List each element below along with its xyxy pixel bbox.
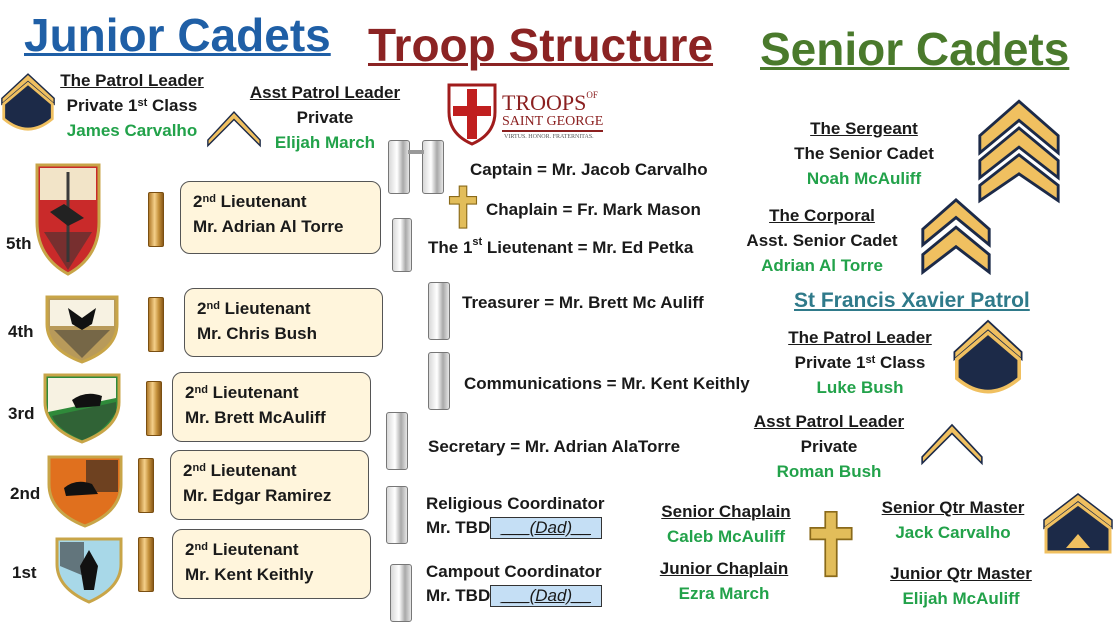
religious-coordinator-title: Religious Coordinator	[426, 494, 605, 513]
patrol-shield-icon	[55, 537, 123, 604]
junior-qm-name: Elijah McAuliff	[902, 589, 1020, 608]
senior-corporal: The Corporal Asst. Senior Cadet Adrian A…	[734, 203, 910, 278]
silver-bar-icon	[428, 282, 450, 340]
lieutenant-name-5th: Mr. Adrian Al Torre	[193, 217, 344, 236]
silver-bar-icon	[390, 564, 412, 622]
junior-chaplain-role: Junior Chaplain	[659, 559, 789, 578]
patrol-shield-icon	[35, 163, 101, 276]
campout-coordinator-title: Campout Coordinator	[426, 562, 602, 581]
junior-qm-role: Junior Qtr Master	[890, 564, 1032, 583]
treasurer-label: Treasurer = Mr. Brett Mc Auliff	[462, 293, 704, 312]
gold-bar-icon	[146, 381, 162, 436]
captain-label: Captain = Mr. Jacob Carvalho	[470, 160, 708, 179]
junior-patrol-leader-name: James Carvalho	[66, 121, 198, 140]
grade-label-4th: 4th	[8, 322, 34, 341]
junior-patrol-leader: The Patrol Leader Private 1st Class Jame…	[52, 68, 212, 143]
gold-cross-icon	[808, 508, 854, 580]
double-silver-bar-icon	[388, 140, 446, 194]
gold-bar-icon	[148, 297, 164, 352]
senior-chaplain: Senior Chaplain Caleb McAuliff	[654, 499, 798, 549]
patrol-shield-icon	[45, 295, 119, 364]
private-chevron-icon	[920, 414, 984, 470]
junior-asst-patrol-leader-role: Asst Patrol Leader	[249, 83, 401, 102]
senior-cadets-title: Senior Cadets	[760, 23, 1070, 75]
senior-asst-patrol-leader-name: Roman Bush	[776, 462, 882, 481]
lieutenant-box-4th: 2nd Lieutenant Mr. Chris Bush	[184, 288, 383, 357]
lieutenant-box-3rd: 2nd Lieutenant Mr. Brett McAuliff	[172, 372, 371, 442]
senior-quartermaster: Senior Qtr Master Jack Carvalho	[872, 495, 1034, 545]
sergeant-name: Noah McAuliff	[806, 169, 922, 188]
silver-bar-icon	[386, 486, 408, 544]
senior-asst-patrol-leader-role: Asst Patrol Leader	[753, 412, 905, 431]
junior-asst-patrol-leader: Asst Patrol Leader Private Elijah March	[244, 80, 406, 155]
religious-coordinator-name: Mr. TBD	[426, 518, 491, 537]
campout-coordinator-dad-field: ___(Dad)__	[490, 585, 603, 607]
quartermaster-chevron-icon	[1043, 493, 1113, 554]
junior-asst-patrol-leader-rank: Private	[296, 108, 354, 127]
junior-chaplain: Junior Chaplain Ezra March	[654, 556, 794, 606]
gold-bar-icon	[138, 537, 154, 592]
grade-label-5th: 5th	[6, 234, 32, 253]
corporal-chevron-icon	[918, 196, 994, 278]
private-first-class-chevron-icon	[952, 318, 1024, 398]
silver-bar-icon	[386, 412, 408, 470]
senior-asst-patrol-leader-rank: Private	[800, 437, 858, 456]
gold-bar-icon	[148, 192, 164, 247]
patrol-name: St Francis Xavier Patrol	[794, 289, 1030, 312]
junior-quartermaster: Junior Qtr Master Elijah McAuliff	[880, 561, 1042, 611]
senior-chaplain-role: Senior Chaplain	[661, 502, 791, 521]
senior-qm-name: Jack Carvalho	[895, 523, 1011, 542]
senior-patrol-leader-rank: Private 1st Class	[794, 353, 926, 372]
senior-asst-patrol-leader: Asst Patrol Leader Private Roman Bush	[746, 409, 912, 484]
campout-coordinator-block: Campout Coordinator Mr. TBD___(Dad)__	[426, 562, 603, 607]
grade-label-3rd: 3rd	[8, 404, 35, 423]
corporal-name: Adrian Al Torre	[761, 256, 883, 275]
saint-george-shield-icon	[447, 83, 497, 146]
senior-sergeant: The Sergeant The Senior Cadet Noah McAul…	[776, 116, 952, 191]
lieutenant-name-2nd: Mr. Edgar Ramirez	[183, 486, 332, 505]
corporal-role: The Corporal	[769, 206, 875, 225]
patrol-shield-icon	[43, 373, 121, 444]
secretary-label: Secretary = Mr. Adrian AlaTorre	[428, 437, 681, 456]
junior-asst-patrol-leader-name: Elijah March	[274, 133, 376, 152]
lieutenant-name-1st: Mr. Kent Keithly	[185, 565, 314, 584]
sergeant-chevron-icon	[976, 96, 1062, 204]
campout-coordinator-name: Mr. TBD	[426, 586, 491, 605]
patrol-shield-icon	[47, 455, 123, 528]
silver-bar-icon	[392, 218, 412, 272]
troops-of-saint-george-logo: TROOPSOF SAINT GEORGE VIRTUS. HONOR. FRA…	[446, 82, 628, 148]
junior-cadets-title: Junior Cadets	[24, 9, 331, 61]
silver-bar-icon	[428, 352, 450, 410]
junior-chaplain-name: Ezra March	[678, 584, 770, 603]
grade-label-2nd: 2nd	[10, 484, 41, 503]
lieutenant-box-2nd: 2nd Lieutenant Mr. Edgar Ramirez	[170, 450, 369, 520]
senior-patrol-leader: The Patrol Leader Private 1st Class Luke…	[776, 325, 944, 400]
senior-chaplain-name: Caleb McAuliff	[666, 527, 786, 546]
lieutenant-name-3rd: Mr. Brett McAuliff	[185, 408, 326, 427]
first-lieutenant-label: The 1st Lieutenant = Mr. Ed Petka	[428, 236, 694, 257]
senior-qm-role: Senior Qtr Master	[881, 498, 1025, 517]
chaplain-label: Chaplain = Fr. Mark Mason	[486, 200, 701, 219]
lieutenant-box-1st: 2nd Lieutenant Mr. Kent Keithly	[172, 529, 371, 599]
lieutenant-box-5th: 2nd Lieutenant Mr. Adrian Al Torre	[180, 181, 381, 254]
gold-cross-icon	[448, 184, 478, 230]
corporal-rank: Asst. Senior Cadet	[746, 231, 898, 250]
troop-structure-title: Troop Structure	[368, 19, 714, 71]
private-first-class-chevron-icon	[0, 72, 56, 134]
sergeant-rank: The Senior Cadet	[794, 144, 934, 163]
junior-patrol-leader-rank: Private 1st Class	[66, 96, 198, 115]
lieutenant-name-4th: Mr. Chris Bush	[197, 324, 317, 343]
communications-label: Communications = Mr. Kent Keithly	[464, 374, 750, 393]
junior-patrol-leader-role: The Patrol Leader	[60, 71, 204, 90]
gold-bar-icon	[138, 458, 154, 513]
senior-patrol-leader-name: Luke Bush	[816, 378, 904, 397]
religious-coordinator-block: Religious Coordinator Mr. TBD___(Dad)__	[426, 494, 605, 539]
sergeant-role: The Sergeant	[810, 119, 918, 138]
grade-label-1st: 1st	[12, 563, 37, 582]
religious-coordinator-dad-field: ___(Dad)__	[490, 517, 603, 539]
senior-patrol-leader-role: The Patrol Leader	[788, 328, 932, 347]
